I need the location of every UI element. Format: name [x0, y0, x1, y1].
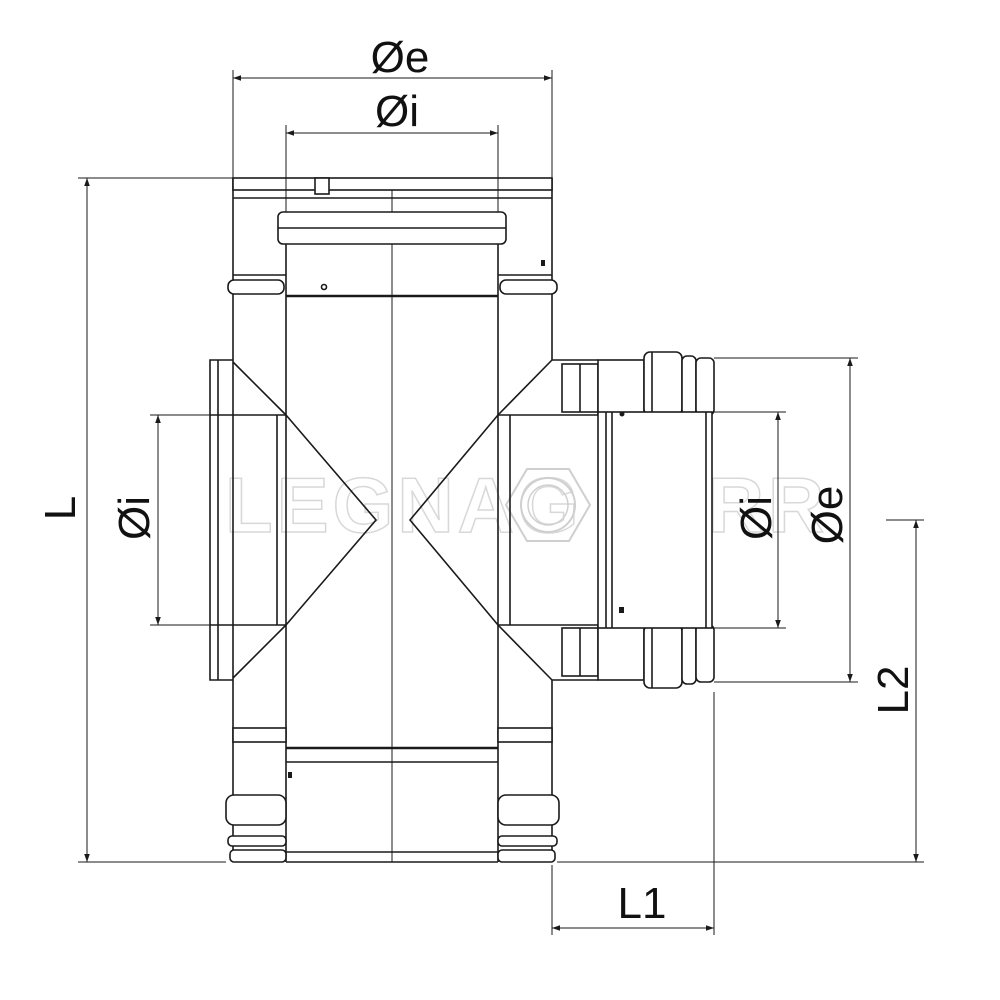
label-right-inner-diameter: Øi — [732, 496, 781, 540]
top-locking-tab — [314, 177, 330, 195]
right-upper-gasket — [643, 351, 683, 416]
top-rim — [232, 177, 553, 191]
bottom-right-gasket — [497, 794, 560, 826]
right-lower-gasket — [643, 624, 683, 689]
tee-right-branch — [408, 351, 715, 689]
label-length-L1: L1 — [618, 879, 667, 928]
dimension-lines — [84, 75, 919, 931]
bottom-right-sleeve — [497, 727, 553, 743]
bottom-left-sleeve — [232, 727, 287, 743]
watermark-hex-nut-logo — [504, 468, 592, 542]
right-inner-pipe — [597, 411, 713, 629]
dimension-extension-lines — [78, 70, 924, 935]
label-length-L2: L2 — [869, 666, 918, 715]
label-top-inner-diameter: Øi — [375, 87, 419, 136]
top-right-band — [499, 279, 558, 295]
watermark-text-left: LEGNAG — [225, 461, 583, 549]
bottom-left-gasket — [225, 794, 287, 826]
label-length-L: L — [36, 496, 85, 520]
label-top-outer-diameter: Øe — [371, 33, 430, 82]
label-left-inner-diameter: Øi — [110, 496, 159, 540]
dimension-labels: Øe Øi L Øi Øi Øe L2 L1 — [36, 33, 918, 928]
tee-left-stub — [209, 359, 378, 681]
top-left-band — [227, 279, 285, 295]
label-right-outer-diameter: Øe — [803, 486, 852, 545]
tee-main-body — [225, 177, 560, 863]
